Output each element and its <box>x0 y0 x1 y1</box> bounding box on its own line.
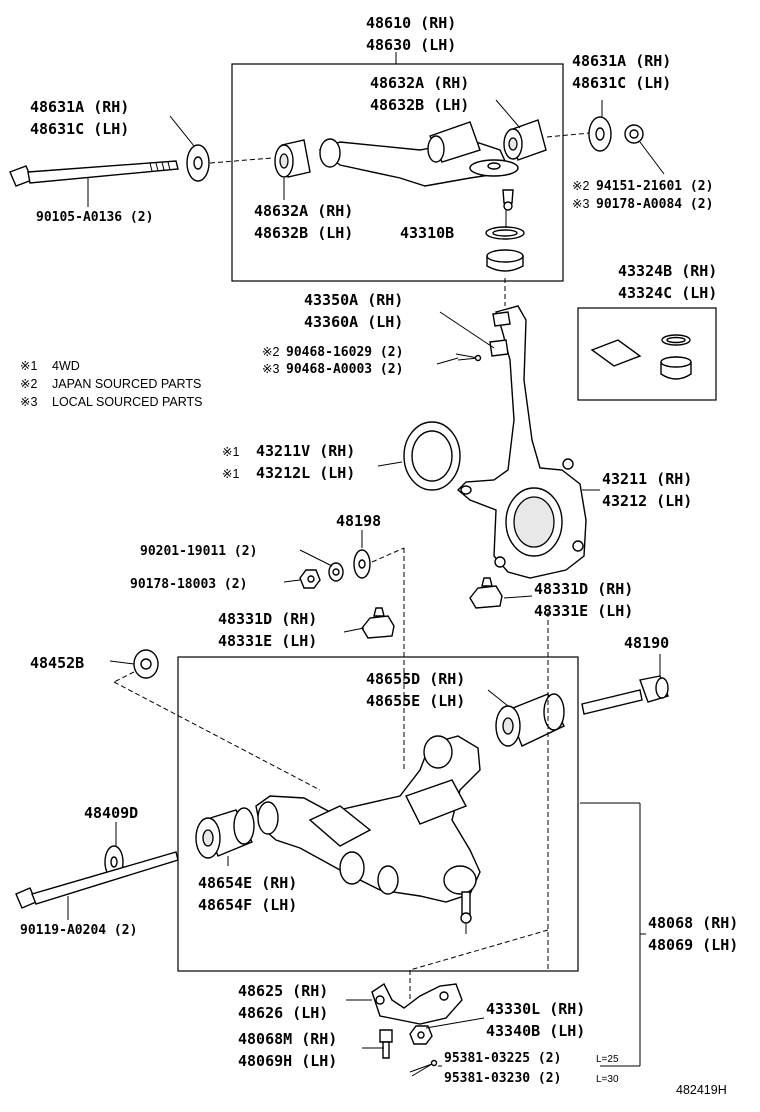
label-knuckle-nut-lh: 43360A (LH) <box>304 313 403 331</box>
label-cam-48409d: 48409D <box>84 804 138 822</box>
lower-sub-bolt-part[interactable] <box>379 1029 393 1059</box>
note-2-text: JAPAN SOURCED PARTS <box>52 377 201 391</box>
label-lower-sub-lh: 48069H (LH) <box>238 1052 337 1070</box>
dust-deflector-lh-mark: ※1 <box>222 467 239 481</box>
label-cotter-local: 90468-A0003 (2) <box>286 362 403 377</box>
boot-kit-contents[interactable] <box>590 334 692 380</box>
label-pin-2-len: L=30 <box>596 1074 619 1085</box>
lower-bushing-front-part[interactable] <box>195 807 255 859</box>
label-lower-bolt: 90119-A0204 (2) <box>20 923 137 938</box>
label-lower-bushing-front-lh: 48654F (LH) <box>198 896 297 914</box>
label-ball-joint-right-lh: 48331E (LH) <box>534 602 633 620</box>
label-upper-bushing-front-rh: 48632A (RH) <box>370 74 469 92</box>
upper-bushing-rear-part[interactable] <box>503 119 547 161</box>
label-lower-bushing-rear-lh: 48655E (LH) <box>366 692 465 710</box>
label-lower-bushing-rear-rh: 48655D (RH) <box>366 670 465 688</box>
label-knuckle-lh: 43212 (LH) <box>602 492 692 510</box>
cam-48452b-part[interactable] <box>133 649 159 679</box>
label-dust-deflector-lh: 43212L (LH) <box>256 464 355 482</box>
label-knuckle-nut-rh: 43350A (RH) <box>304 291 403 309</box>
label-ball-joint-left-lh: 48331E (LH) <box>218 632 317 650</box>
label-bracket-rh: 48625 (RH) <box>238 982 328 1000</box>
label-upper-bushing-rear-rh: 48632A (RH) <box>254 202 353 220</box>
note-1-mark: ※1 <box>20 359 37 373</box>
ball-joint-knuckle-part[interactable] <box>469 577 503 609</box>
boot-upper-part[interactable] <box>485 226 525 272</box>
note-2-mark: ※2 <box>20 377 37 391</box>
label-upper-cam-right-lh: 48631C (LH) <box>572 74 671 92</box>
label-upper-bolt: 90105-A0136 (2) <box>36 210 153 225</box>
label-lower-arm-lh: 48069 (LH) <box>648 936 738 954</box>
label-boot-kit-lh: 43324C (LH) <box>618 284 717 302</box>
cotter-pin-upper-part[interactable] <box>455 353 482 362</box>
label-pin-2: 95381-03230 (2) <box>444 1071 561 1086</box>
washer-48198-part[interactable] <box>353 549 371 579</box>
label-pin-1-len: L=25 <box>596 1054 619 1065</box>
cotter-jp-mark: ※2 <box>262 345 279 359</box>
lower-ball-joint-nut-part[interactable] <box>409 1025 433 1045</box>
label-upper-nut-local: 90178-A0084 (2) <box>596 197 713 212</box>
figure-id: 482419H <box>676 1083 727 1097</box>
nut-90178-part[interactable] <box>299 569 321 589</box>
washer-90201-part[interactable] <box>328 562 344 582</box>
label-lower-ball-joint-rh: 43330L (RH) <box>486 1000 585 1018</box>
ball-joint-bracket-part[interactable] <box>371 982 463 1025</box>
label-upper-cam-left-lh: 48631C (LH) <box>30 120 129 138</box>
label-ball-joint-left-rh: 48331D (RH) <box>218 610 317 628</box>
label-upper-bushing-rear-lh: 48632B (LH) <box>254 224 353 242</box>
upper-nut-part[interactable] <box>624 124 644 144</box>
upper-cam-washer-left-part[interactable] <box>186 144 210 182</box>
label-upper-cam-left-rh: 48631A (RH) <box>30 98 129 116</box>
label-upper-arm-lh: 48630 (LH) <box>366 36 456 54</box>
knuckle-nut-part[interactable] <box>489 311 511 357</box>
leader-lines <box>67 52 665 1067</box>
note-3-text: LOCAL SOURCED PARTS <box>52 395 203 409</box>
label-boot-kit-rh: 43324B (RH) <box>618 262 717 280</box>
label-cotter-jp: 90468-16029 (2) <box>286 345 403 360</box>
lower-bolt-part[interactable] <box>15 851 179 909</box>
lower-arm-part[interactable] <box>255 735 481 934</box>
upper-arm-part[interactable] <box>318 121 519 211</box>
cotter-pin-lower-part[interactable] <box>409 1059 438 1077</box>
note-1-text: 4WD <box>52 359 80 373</box>
label-washer-48198: 48198 <box>336 512 381 530</box>
label-dust-deflector-rh: 43211V (RH) <box>256 442 355 460</box>
label-upper-arm-rh: 48610 (RH) <box>366 14 456 32</box>
label-pin-1: 95381-03225 (2) <box>444 1051 561 1066</box>
upper-arm-frame <box>231 63 564 282</box>
cotter-local-mark: ※3 <box>262 362 279 376</box>
label-upper-nut-jp: 94151-21601 (2) <box>596 179 713 194</box>
label-upper-cam-right-rh: 48631A (RH) <box>572 52 671 70</box>
label-lower-bushing-front-rh: 48654E (RH) <box>198 874 297 892</box>
label-ball-joint-right-rh: 48331D (RH) <box>534 580 633 598</box>
ball-joint-left-part[interactable] <box>361 607 395 639</box>
label-lower-ball-joint-lh: 43340B (LH) <box>486 1022 585 1040</box>
label-lower-arm-rh: 48068 (RH) <box>648 914 738 932</box>
note-3-mark: ※3 <box>20 395 37 409</box>
upper-nut-local-mark: ※3 <box>572 197 589 211</box>
label-bolt-48190: 48190 <box>624 634 669 652</box>
dust-deflector-rh-mark: ※1 <box>222 445 239 459</box>
dust-deflector-part[interactable] <box>403 421 461 491</box>
upper-cam-washer-right-part[interactable] <box>588 116 612 152</box>
upper-bushing-front-part[interactable] <box>274 139 311 178</box>
label-lower-sub-rh: 48068M (RH) <box>238 1030 337 1048</box>
label-nut-90178: 90178-18003 (2) <box>130 577 247 592</box>
label-upper-bushing-front-lh: 48632B (LH) <box>370 96 469 114</box>
lower-bushing-rear-part[interactable] <box>495 693 565 747</box>
label-bracket-lh: 48626 (LH) <box>238 1004 328 1022</box>
label-knuckle-rh: 43211 (RH) <box>602 470 692 488</box>
upper-nut-jp-mark: ※2 <box>572 179 589 193</box>
lower-arm-frame <box>177 656 579 972</box>
notes-legend: ※1 4WD ※2 JAPAN SOURCED PARTS ※3 LOCAL S… <box>20 359 203 409</box>
bolt-48190-part[interactable] <box>581 675 669 715</box>
upper-bolt-part[interactable] <box>9 160 179 187</box>
label-boot-upper: 43310B <box>400 224 454 242</box>
boot-kit-frame <box>577 307 717 401</box>
label-washer-90201: 90201-19011 (2) <box>140 544 257 559</box>
label-cam-48452b: 48452B <box>30 654 84 672</box>
knuckle-part[interactable] <box>456 305 587 579</box>
